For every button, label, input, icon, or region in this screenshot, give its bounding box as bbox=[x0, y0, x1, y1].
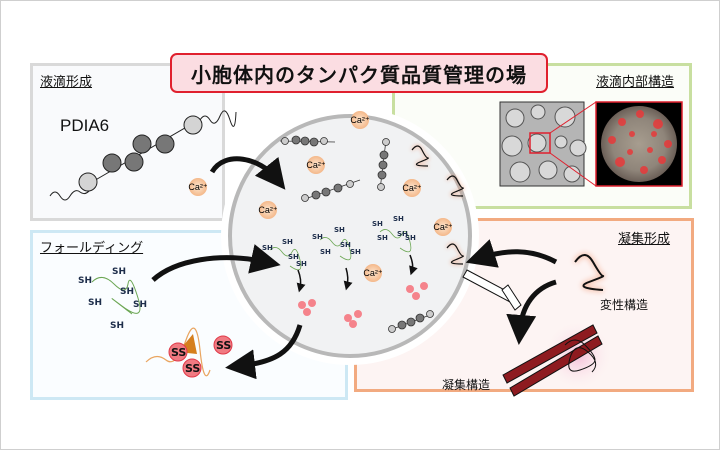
svg-text:SS: SS bbox=[216, 339, 231, 352]
svg-text:SH: SH bbox=[133, 300, 147, 310]
svg-text:Ca²⁺: Ca²⁺ bbox=[402, 183, 422, 193]
svg-text:SH: SH bbox=[377, 234, 388, 242]
svg-text:Ca²⁺: Ca²⁺ bbox=[363, 268, 383, 278]
svg-text:Ca²⁺: Ca²⁺ bbox=[188, 182, 208, 192]
title-box: 小胞体内のタンパク質品質管理の場 bbox=[170, 53, 548, 93]
fluorescence-image bbox=[595, 101, 683, 187]
fibril-icon bbox=[502, 324, 603, 397]
svg-text:SH: SH bbox=[393, 215, 404, 223]
page-title: 小胞体内のタンパク質品質管理の場 bbox=[191, 62, 527, 87]
svg-text:SH: SH bbox=[262, 244, 273, 252]
denatured-structure-label: 変性構造 bbox=[600, 298, 649, 312]
ca-ion-icons: Ca²⁺ Ca²⁺ Ca²⁺ Ca²⁺ Ca²⁺ Ca²⁺ Ca²⁺ bbox=[188, 111, 453, 282]
svg-text:Ca²⁺: Ca²⁺ bbox=[306, 160, 326, 170]
svg-text:SH: SH bbox=[350, 248, 361, 256]
central-droplet bbox=[228, 114, 472, 358]
svg-text:SH: SH bbox=[372, 220, 383, 228]
arrow-into-droplet-top bbox=[209, 156, 286, 190]
sh-cluster-folding-panel: SH SH SH SH SH SH bbox=[78, 267, 147, 331]
disulfide-markers-small bbox=[298, 282, 428, 328]
aggregate-structure-label: 凝集構造 bbox=[442, 378, 491, 392]
svg-text:SH: SH bbox=[110, 321, 124, 331]
svg-text:Ca²⁺: Ca²⁺ bbox=[433, 222, 453, 232]
svg-text:SH: SH bbox=[88, 298, 102, 308]
svg-text:SH: SH bbox=[405, 234, 416, 242]
folding-label: フォールディング bbox=[40, 241, 144, 256]
svg-text:SH: SH bbox=[78, 276, 92, 286]
svg-text:SH: SH bbox=[312, 233, 323, 241]
svg-text:SS: SS bbox=[171, 346, 186, 359]
arrow-to-aggregate bbox=[506, 279, 557, 345]
folded-protein-icon: SS SS SS bbox=[145, 327, 233, 378]
svg-text:SS: SS bbox=[185, 362, 200, 375]
inhibition-icon bbox=[462, 269, 522, 311]
svg-text:SH: SH bbox=[296, 260, 307, 268]
pdia6-label: PDIA6 bbox=[60, 116, 110, 135]
svg-text:SH: SH bbox=[340, 241, 351, 249]
droplet-micrograph bbox=[499, 101, 587, 187]
arrow-into-droplet-fold bbox=[151, 244, 281, 282]
amorphous-aggregate-icon bbox=[564, 339, 597, 373]
aggregation-label: 凝集形成 bbox=[618, 232, 671, 247]
svg-text:SH: SH bbox=[120, 287, 134, 297]
svg-text:Ca²⁺: Ca²⁺ bbox=[258, 205, 278, 215]
svg-text:SH: SH bbox=[397, 230, 408, 238]
droplet-formation-label: 液滴形成 bbox=[40, 75, 93, 90]
arrow-out-folded bbox=[225, 324, 303, 380]
droplet-formation-panel bbox=[30, 63, 225, 221]
svg-text:SH: SH bbox=[282, 238, 293, 246]
svg-text:SH: SH bbox=[112, 267, 126, 277]
protein-chains-in-droplet bbox=[279, 135, 434, 333]
denatured-protein-icons bbox=[411, 145, 605, 291]
svg-text:SH: SH bbox=[334, 226, 345, 234]
zoom-region-box bbox=[529, 132, 551, 154]
svg-text:SH: SH bbox=[320, 248, 331, 256]
droplet-interior-label: 液滴内部構造 bbox=[596, 75, 675, 90]
small-folding-arrows bbox=[296, 254, 418, 293]
pdia6-chain-icon bbox=[49, 110, 237, 201]
arrow-into-droplet-agg bbox=[465, 239, 558, 268]
svg-text:Ca²⁺: Ca²⁺ bbox=[350, 115, 370, 125]
svg-text:SH: SH bbox=[288, 253, 299, 261]
